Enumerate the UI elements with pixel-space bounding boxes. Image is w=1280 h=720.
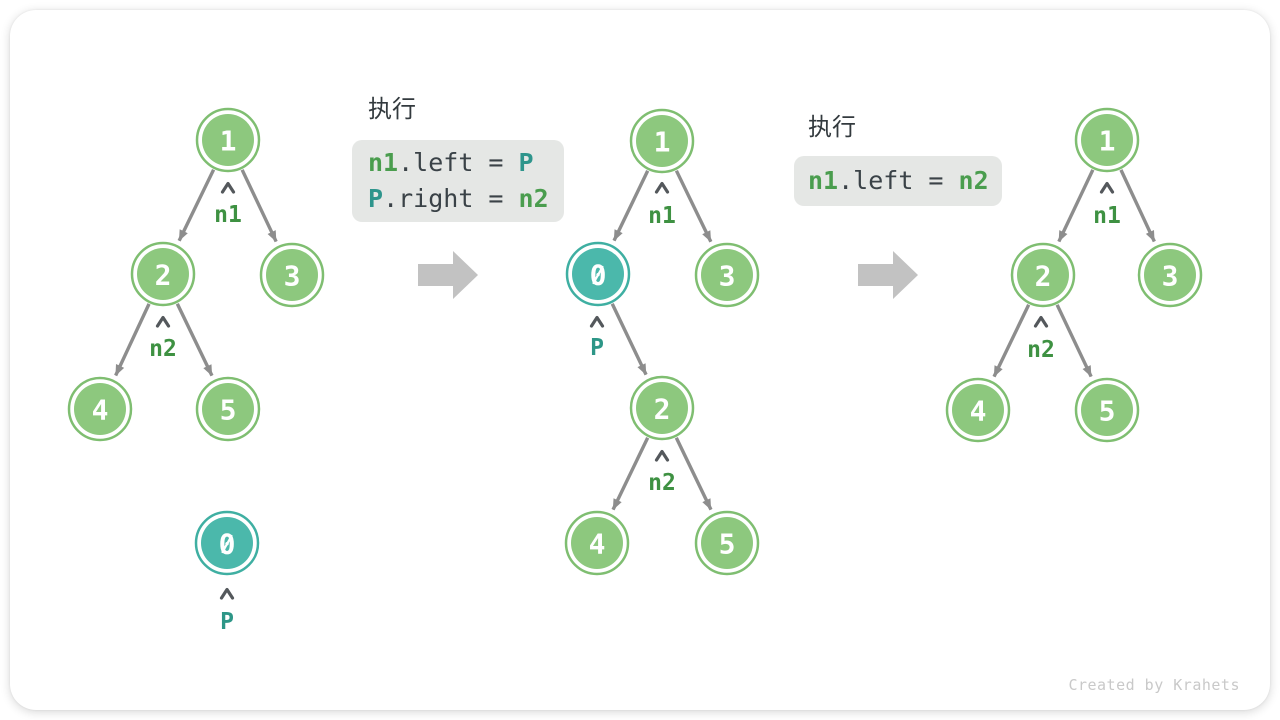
code-line: P.right = n2 bbox=[368, 181, 564, 217]
tree-node-circle bbox=[701, 517, 753, 569]
pointer-caret-icon bbox=[1033, 315, 1049, 328]
tree-node-value: 5 bbox=[1099, 395, 1116, 428]
tree-node-value: 3 bbox=[719, 260, 736, 293]
code-token: .left = bbox=[838, 166, 959, 195]
code-token: n1 bbox=[368, 148, 399, 177]
tree-edge-arrow bbox=[177, 168, 216, 242]
exec-label: 执行 bbox=[368, 95, 416, 123]
tree-node-value: 3 bbox=[284, 260, 301, 293]
pointer-label: P bbox=[590, 335, 604, 361]
tree-node-circle bbox=[137, 248, 189, 300]
tree-edge-arrow bbox=[114, 303, 151, 377]
tree-node-value: 4 bbox=[970, 395, 987, 428]
tree-edge-arrow bbox=[611, 436, 650, 511]
code-token: n2 bbox=[518, 184, 549, 213]
tree-edge-arrow bbox=[1119, 169, 1156, 243]
tree-node-circle bbox=[636, 382, 688, 434]
code-line: n1.left = P bbox=[368, 145, 564, 181]
pointer-label: n2 bbox=[149, 336, 177, 362]
tree-edge-arrow bbox=[610, 303, 648, 376]
tree-edge-arrow bbox=[674, 436, 713, 511]
tree-node-value: 2 bbox=[654, 393, 671, 426]
code-token: n1 bbox=[808, 166, 839, 195]
tree-inserted: 103245n1Pn2 bbox=[564, 108, 760, 576]
tree-restored: 1 2 3 4 5 n1 n2 bbox=[945, 107, 1203, 443]
tree-node-value: 5 bbox=[719, 528, 736, 561]
code-token: .left = bbox=[398, 148, 519, 177]
pointer-caret-icon bbox=[654, 449, 670, 462]
tree-node-value: 1 bbox=[220, 125, 237, 158]
pointer-caret-icon bbox=[220, 181, 236, 194]
tree-edge-arrow bbox=[240, 169, 278, 243]
pointer-label: n1 bbox=[214, 202, 242, 228]
tree-node-circle bbox=[701, 249, 753, 301]
tree-node-circle bbox=[202, 383, 254, 435]
pointer-label: P bbox=[220, 609, 234, 635]
tree-edge-arrow bbox=[1055, 304, 1093, 378]
pointer-caret-icon bbox=[219, 587, 235, 600]
tree-node-value: 4 bbox=[589, 528, 606, 561]
tree-node-value: 1 bbox=[654, 126, 671, 159]
tree-node-value: 2 bbox=[155, 259, 172, 292]
tree-edge-arrow bbox=[1057, 169, 1095, 243]
code-token: P bbox=[368, 184, 384, 213]
pointer-label: n1 bbox=[648, 203, 676, 229]
pointer-label: n2 bbox=[648, 470, 676, 496]
exec-label: 执行 bbox=[808, 113, 856, 141]
tree-node-value: 1 bbox=[1099, 125, 1116, 158]
tree-initial: 123450n1n2P bbox=[67, 107, 325, 635]
tree-edge-arrow bbox=[674, 169, 713, 243]
tree-node-circle bbox=[571, 517, 623, 569]
pointer-caret-icon bbox=[155, 315, 171, 328]
tree-node-circle bbox=[1081, 384, 1133, 436]
tree-node-value: 5 bbox=[220, 394, 237, 427]
watermark-credit: Created by Krahets bbox=[1068, 676, 1240, 694]
tree-node-circle bbox=[636, 115, 688, 167]
code-token: P bbox=[518, 148, 534, 177]
pointer-caret-icon bbox=[654, 181, 670, 194]
tree-node-circle bbox=[266, 249, 318, 301]
code-token: .right = bbox=[383, 184, 519, 213]
tree-node-value: 2 bbox=[1035, 260, 1052, 293]
tree-node-value: 4 bbox=[92, 394, 109, 427]
tree-node-circle bbox=[952, 384, 1004, 436]
pointer-caret-icon bbox=[589, 315, 605, 328]
code-line: n1.left = n2 bbox=[808, 163, 1002, 199]
pointer-caret-icon bbox=[1099, 181, 1115, 194]
tree-edge-arrow bbox=[992, 303, 1031, 378]
tree-node-circle bbox=[74, 383, 126, 435]
pointer-label: n2 bbox=[1027, 337, 1055, 363]
code-box: n1.left = n2 bbox=[794, 156, 1002, 206]
tree-node-circle bbox=[1144, 249, 1196, 301]
step-arrow-icon bbox=[858, 251, 918, 299]
tree-node-circle bbox=[202, 114, 254, 166]
tree-edge-arrow bbox=[612, 169, 650, 242]
code-token: n2 bbox=[958, 166, 989, 195]
slashed-zero-stroke bbox=[221, 534, 233, 554]
tree-node-value: 3 bbox=[1162, 260, 1179, 293]
tree-node-circle bbox=[1081, 114, 1133, 166]
slashed-zero-stroke bbox=[592, 265, 604, 285]
step-arrow-icon bbox=[418, 251, 478, 299]
tree-edge-arrow bbox=[175, 302, 214, 377]
pointer-label: n1 bbox=[1093, 203, 1121, 229]
tree-node-circle bbox=[1017, 249, 1069, 301]
